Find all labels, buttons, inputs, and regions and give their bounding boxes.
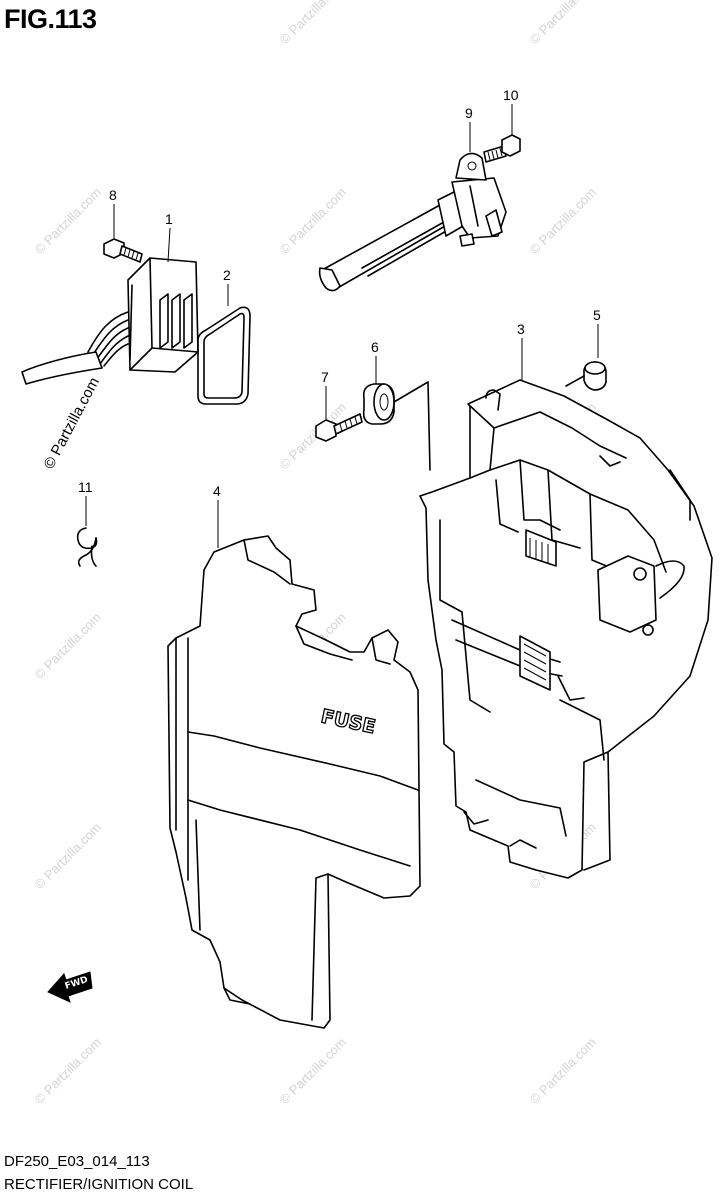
leader-lines [85,104,599,548]
watermark-text: © Partzilla.com [32,1035,105,1108]
part-bolt-7[interactable] [315,413,363,442]
callout-6: 6 [371,339,379,355]
watermark-text: © Partzilla.com [277,0,350,47]
part-grommet[interactable] [362,381,431,471]
watermark-text: © Partzilla.com [527,0,600,47]
watermark-text: © Partzilla.com [527,185,600,258]
callout-7: 7 [321,369,329,385]
callout-numbers: 1 2 3 4 5 6 7 8 9 10 11 [78,87,601,499]
watermark-text: © Partzilla.com [277,185,350,258]
part-ignition-coil[interactable] [318,152,507,292]
part-bracket-housing[interactable] [419,379,713,879]
part-clip-11[interactable] [76,527,98,567]
callout-5: 5 [593,307,601,323]
watermark-text: © Partzilla.com [527,1035,600,1108]
fwd-arrow-icon: FWD [47,971,93,1003]
part-fuse-cover[interactable]: FUSE [167,535,421,1029]
part-bolt-8[interactable] [103,238,143,263]
callout-10: 10 [503,87,519,103]
callout-4: 4 [213,483,221,499]
side-watermark: © Partzilla.com [41,375,103,472]
figure-code: DF250_E03_014_113 [4,1153,150,1170]
callout-1: 1 [165,211,173,227]
callout-11: 11 [78,479,93,495]
callout-9: 9 [465,105,473,121]
callout-2: 2 [223,267,231,283]
part-gasket[interactable] [197,306,251,405]
figure-caption: RECTIFIER/IGNITION COIL [4,1176,194,1193]
watermark-text: © Partzilla.com [32,610,105,683]
watermark-text: © Partzilla.com [32,185,105,258]
part-nut-5[interactable] [565,361,607,391]
callout-8: 8 [109,187,117,203]
watermark-text: © Partzilla.com [32,820,105,893]
part-rectifier[interactable] [21,257,199,385]
part-bolt-10[interactable] [483,134,521,163]
figure-title: FIG.113 [4,4,97,34]
watermark-text: © Partzilla.com [277,400,350,473]
watermark-text: © Partzilla.com [277,1035,350,1108]
callout-3: 3 [517,321,525,337]
